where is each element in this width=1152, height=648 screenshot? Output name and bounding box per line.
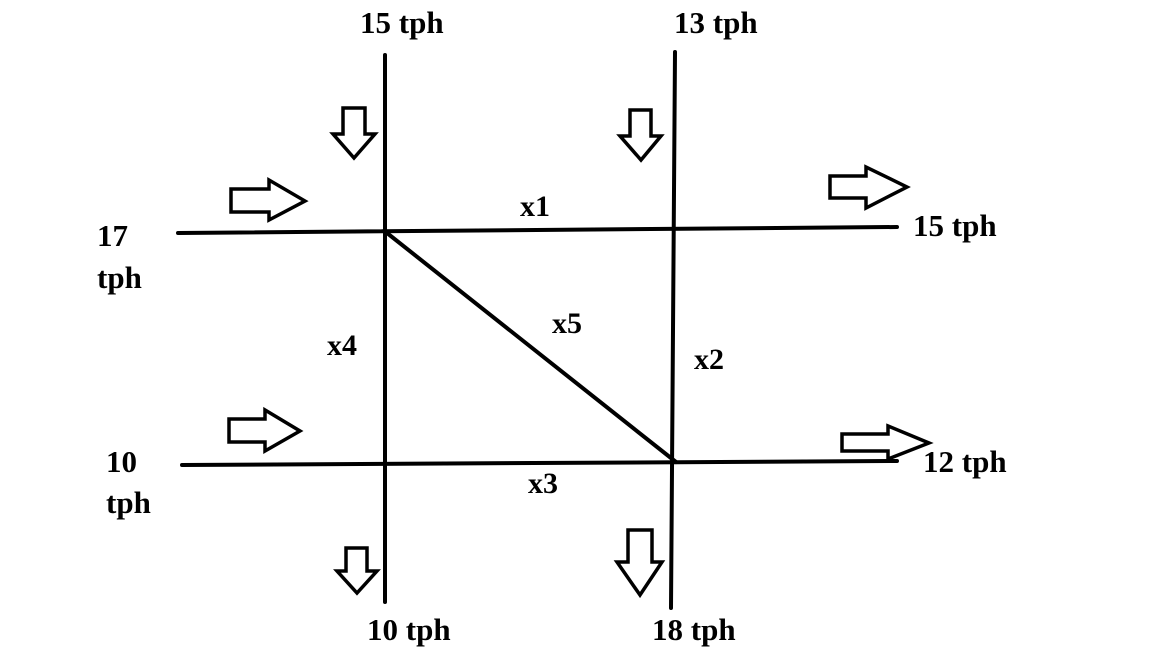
link-label-x2: x2 (694, 343, 724, 376)
link-label-x1: x1 (520, 190, 550, 223)
flow-label-top-right: 13 tph (674, 5, 758, 40)
flow-label-left-lower-value: 10 (106, 444, 137, 479)
right-vertical-road (669, 50, 677, 610)
link-label-x3: x3 (528, 467, 558, 500)
flow-label-bottom-left: 10 tph (367, 612, 451, 647)
arrow-down-icon-bottom-right (613, 528, 666, 599)
flow-label-right-upper: 15 tph (913, 208, 997, 243)
arrow-down-icon-top-right (616, 108, 665, 163)
flow-label-left-lower-unit: tph (106, 485, 151, 520)
arrow-right-icon-left-lower (227, 406, 304, 455)
link-label-x4: x4 (327, 329, 357, 362)
upper-horizontal-road (176, 225, 899, 235)
diagonal-road (385, 231, 678, 464)
flow-label-top-left: 15 tph (360, 5, 444, 40)
arrow-down-icon-top-left (329, 106, 379, 161)
arrow-right-icon-right-lower (840, 423, 934, 462)
arrow-down-icon-bottom-left (333, 546, 381, 596)
flow-label-right-lower: 12 tph (923, 444, 1007, 479)
flow-label-bottom-right: 18 tph (652, 612, 736, 647)
link-label-x5: x5 (552, 307, 582, 340)
arrow-right-icon-right-upper (828, 164, 911, 211)
flow-label-left-upper-value: 17 (97, 218, 128, 253)
lower-horizontal-road (180, 459, 899, 467)
arrow-right-icon-left-upper (229, 176, 309, 223)
flow-label-left-upper-unit: tph (97, 260, 142, 295)
